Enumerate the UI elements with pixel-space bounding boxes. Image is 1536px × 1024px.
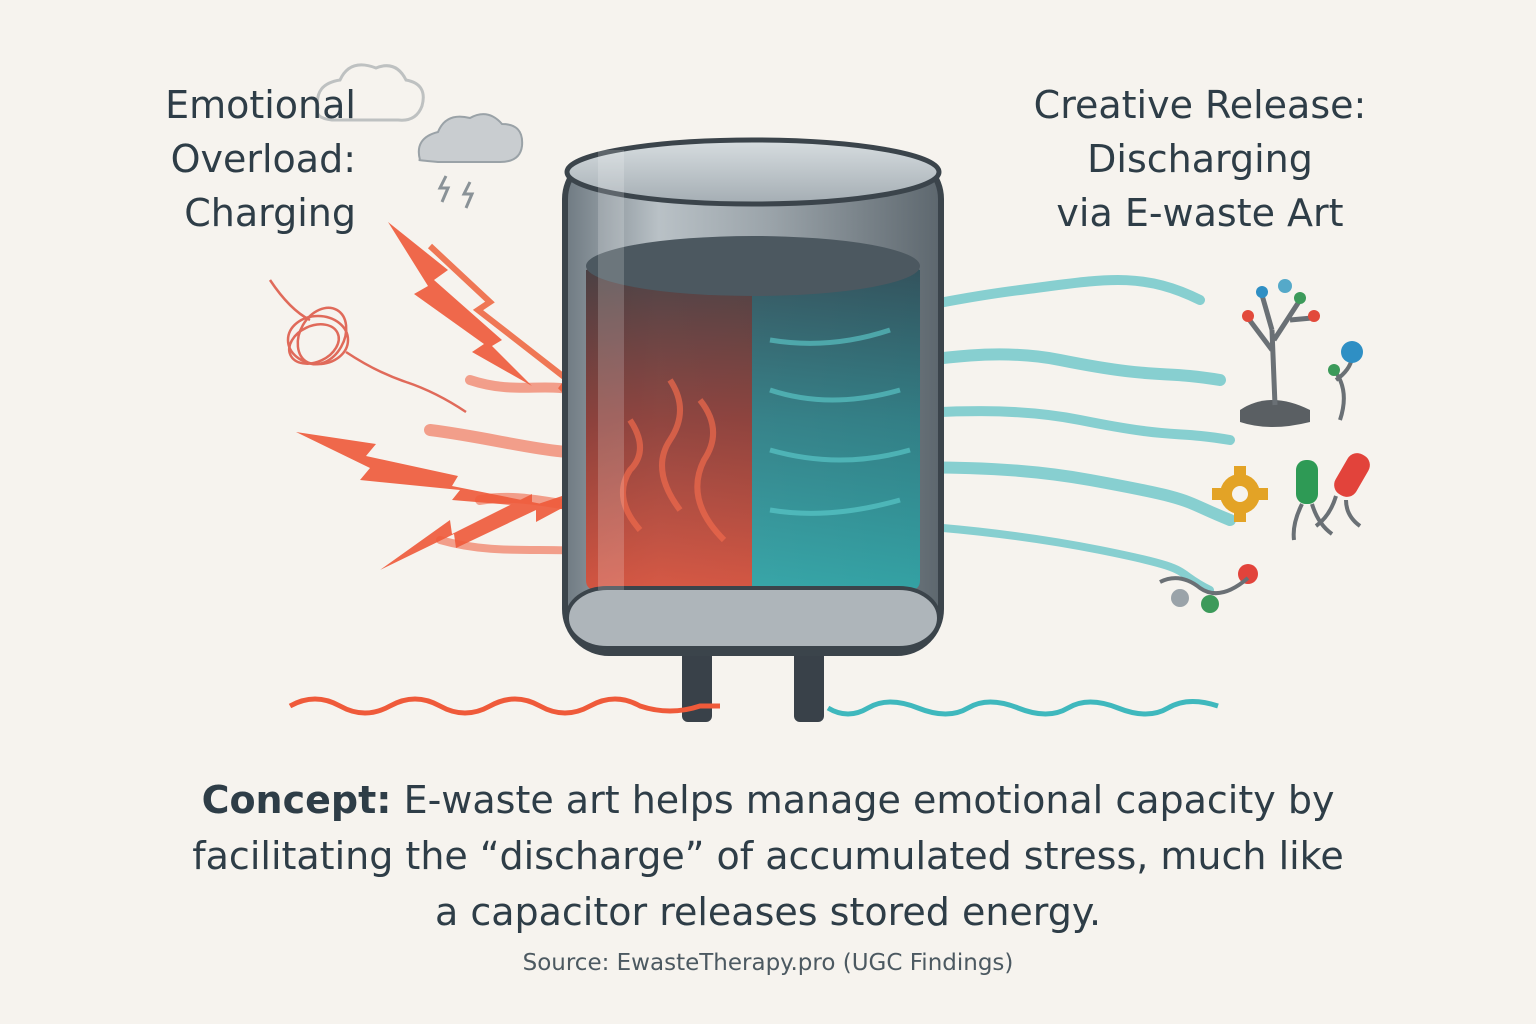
charging-label: Emotional Overload: Charging (96, 78, 356, 240)
concept-text: Concept: E-waste art helps manage emotio… (118, 772, 1418, 940)
concept-line-2: facilitating the “discharge” of accumula… (192, 834, 1344, 878)
discharging-label-line-1: Creative Release: (1033, 83, 1367, 127)
led-component-icon (1159, 453, 1370, 613)
teal-wire (826, 699, 1219, 717)
charging-label-line-2: Overload: (170, 137, 356, 181)
charging-label-line-3: Charging (184, 191, 356, 235)
gear-icon (1212, 466, 1268, 522)
capacitor-leads (682, 640, 824, 722)
source-citation: Source: EwasteTherapy.pro (UGC Findings) (522, 950, 1014, 976)
concept-prefix: Concept: (201, 778, 392, 822)
red-wire (288, 696, 720, 716)
concept-line-1-rest: E-waste art helps manage emotional capac… (391, 778, 1335, 822)
capacitor (562, 137, 944, 656)
discharging-label-line-3: via E-waste Art (1056, 191, 1344, 235)
scribble-icon (268, 279, 467, 414)
concept-line-1: Concept: E-waste art helps manage emotio… (118, 772, 1418, 828)
charging-label-line-1: Emotional (165, 83, 356, 127)
wire-tree-sculpture-icon (1240, 279, 1363, 427)
storm-cloud-icon (417, 113, 524, 209)
discharging-label-line-2: Discharging (1087, 137, 1313, 181)
discharging-label: Creative Release: Discharging via E-wast… (1000, 78, 1400, 240)
concept-line-3: a capacitor releases stored energy. (434, 890, 1102, 934)
cloud-icon (315, 63, 425, 122)
